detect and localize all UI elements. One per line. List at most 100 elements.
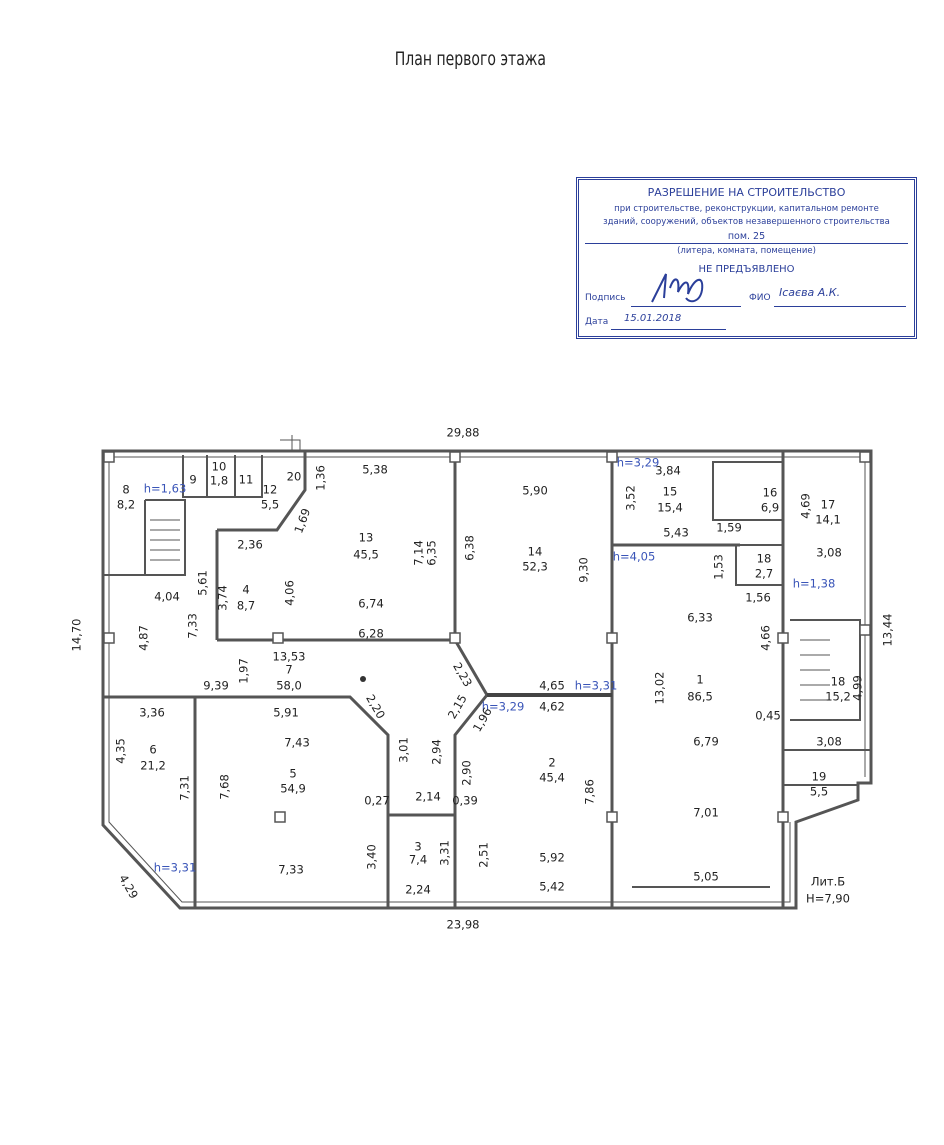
dimension-label: 2,90 xyxy=(459,760,474,786)
dimension-label: 0,27 xyxy=(364,793,390,808)
dimension-label: 5,43 xyxy=(663,525,689,540)
ceiling-height-label: h=3,31 xyxy=(153,860,197,875)
dimension-label: 5,5 xyxy=(260,497,280,512)
dimension-label: 2,14 xyxy=(415,789,441,804)
dimension-label: 1,59 xyxy=(716,520,742,535)
fio-value: Ісаєва А.К. xyxy=(779,286,841,299)
dimension-label: 19 xyxy=(811,769,827,784)
dimension-label: 3,74 xyxy=(215,585,230,611)
dimension-label: 2,94 xyxy=(429,739,444,765)
dimension-label: 14,1 xyxy=(815,512,841,527)
dimension-label: 4,35 xyxy=(113,738,128,764)
dimension-label: 4,87 xyxy=(136,625,151,651)
dimension-label: 20 xyxy=(286,469,302,484)
dimension-label: 7,31 xyxy=(177,775,192,801)
date-label: Дата xyxy=(585,317,609,327)
entrance xyxy=(280,435,301,451)
ceiling-height-label: h=1,38 xyxy=(792,576,836,591)
dimension-label: 6 xyxy=(149,742,157,757)
dimension-label: 29,88 xyxy=(446,425,480,440)
dimension-label: 15,4 xyxy=(657,500,683,515)
dimension-label: 1 xyxy=(696,672,704,687)
dimension-label: 14,70 xyxy=(69,618,84,652)
dimension-label: 3,31 xyxy=(437,840,452,866)
dimension-label: 3,08 xyxy=(816,734,842,749)
dimension-label: H=7,90 xyxy=(806,891,850,906)
dimension-label: 9,30 xyxy=(576,557,591,583)
stamp-line-2: зданий, сооружений, объектов незавершенн… xyxy=(603,217,890,227)
date-line xyxy=(611,329,726,330)
stamp-caption: (литера, комната, помещение) xyxy=(677,246,816,256)
dimension-label: 9 xyxy=(189,472,197,487)
dimension-label: 2 xyxy=(548,755,556,770)
dimension-label: 1,56 xyxy=(745,590,771,605)
dimension-label: 4,65 xyxy=(539,678,565,693)
dimension-label: 6,38 xyxy=(462,535,477,561)
wall xyxy=(103,455,263,576)
dimension-label: 18 xyxy=(830,674,846,689)
dimension-label: 4 xyxy=(242,582,250,597)
dimension-label: 3,36 xyxy=(139,705,165,720)
dimension-label: 8,7 xyxy=(236,598,256,613)
dimension-label: 5,05 xyxy=(693,869,719,884)
date-value: 15.01.2018 xyxy=(624,313,682,324)
dimension-label: 9,39 xyxy=(203,678,229,693)
dimension-label: 4,04 xyxy=(154,589,180,604)
dimension-label: Лит.Б xyxy=(810,874,846,889)
ceiling-height-label: h=3,31 xyxy=(574,678,618,693)
dimension-label: 7,43 xyxy=(284,735,310,750)
dimension-label: 5,92 xyxy=(539,850,565,865)
dimension-label: 13,02 xyxy=(652,671,667,705)
ceiling-height-label: h=4,05 xyxy=(612,549,656,564)
dimension-label: 7,14 xyxy=(411,540,426,566)
ceiling-height-label: h=3,29 xyxy=(481,699,525,714)
dimension-label: 4,06 xyxy=(282,580,297,606)
wall xyxy=(103,543,740,908)
divider xyxy=(585,243,908,244)
fio-line xyxy=(774,306,906,307)
dimension-label: 7,86 xyxy=(582,779,597,805)
signature-line xyxy=(631,306,741,307)
dimension-label: 7,68 xyxy=(217,774,232,800)
wall xyxy=(193,451,455,908)
dimension-label: 5,42 xyxy=(539,879,565,894)
dimension-label: 1,8 xyxy=(209,473,229,488)
dimension-label: 0,39 xyxy=(452,793,478,808)
walls xyxy=(101,435,873,910)
dimension-label: 7 xyxy=(285,662,293,677)
dimension-label: 3 xyxy=(414,839,422,854)
dimension-label: 16 xyxy=(762,485,778,500)
dimension-label: 4,69 xyxy=(798,493,813,519)
dimension-label: 17 xyxy=(820,497,836,512)
dimension-label: 3,52 xyxy=(623,485,638,511)
dimension-label: 12 xyxy=(262,482,278,497)
dimension-label: 3,08 xyxy=(816,545,842,560)
dimension-label: 1,97 xyxy=(236,658,251,684)
dimension-label: 5 xyxy=(289,766,297,781)
dimension-label: 7,4 xyxy=(408,852,428,867)
dimension-label: 8 xyxy=(122,482,130,497)
dimension-label: 6,9 xyxy=(760,500,780,515)
wall xyxy=(217,451,785,908)
dimension-label: 2,24 xyxy=(405,882,431,897)
dimension-label: 6,28 xyxy=(358,626,384,641)
stamp-room: пом. 25 xyxy=(727,231,766,242)
ceiling-height-label: h=3,29 xyxy=(616,455,660,470)
dimension-label: 4,99 xyxy=(850,675,865,701)
dimension-label: 13,53 xyxy=(272,649,306,664)
wall xyxy=(712,461,871,786)
dimension-label: 4,62 xyxy=(539,699,565,714)
dimension-label: 52,3 xyxy=(522,559,548,574)
dimension-label: 2,7 xyxy=(754,566,774,581)
dimension-label: 4,66 xyxy=(758,625,773,651)
outer-wall xyxy=(101,449,873,910)
dimension-label: 58,0 xyxy=(276,678,302,693)
dimension-label: 13 xyxy=(358,530,374,545)
signature-icon xyxy=(651,273,704,303)
dimension-label: 6,35 xyxy=(424,540,439,566)
dimension-label: 45,5 xyxy=(353,547,379,562)
columns xyxy=(103,451,871,823)
signature-label: Подпись xyxy=(585,293,626,303)
dimension-label: 7,33 xyxy=(278,862,304,877)
dimension-label: 18 xyxy=(756,551,772,566)
